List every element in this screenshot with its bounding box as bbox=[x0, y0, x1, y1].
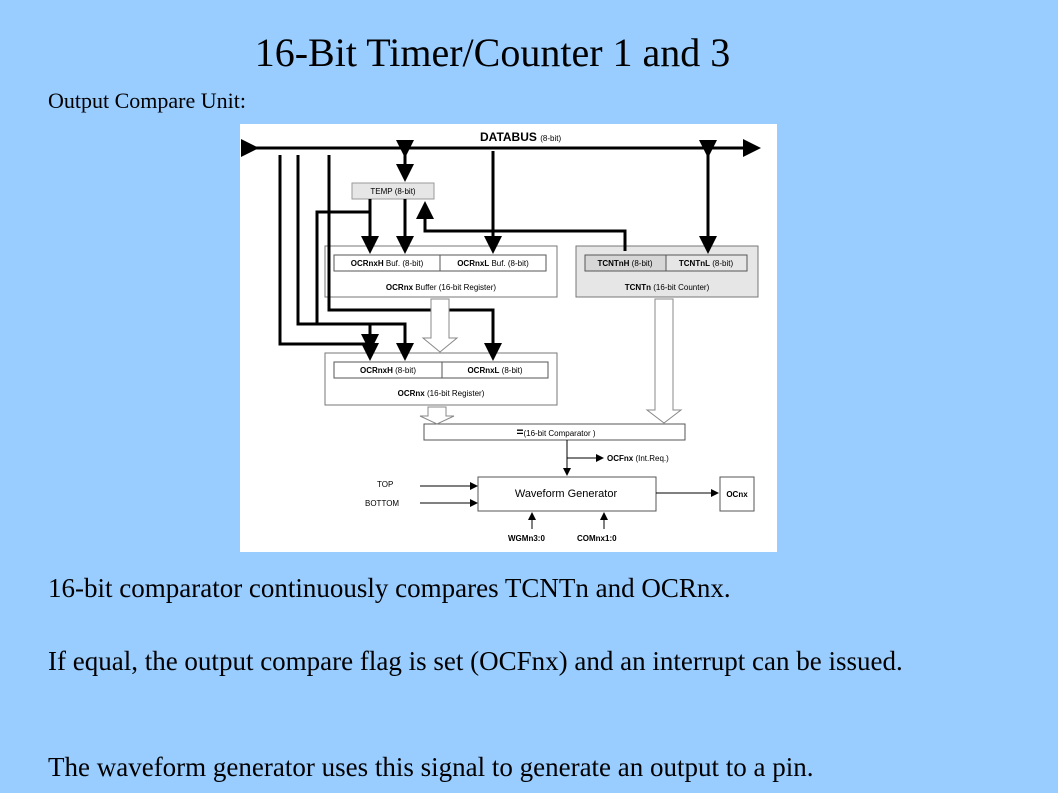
svg-text:OCRnxL Buf. (8-bit): OCRnxL Buf. (8-bit) bbox=[457, 259, 529, 268]
wgm-label: WGMn3:0 bbox=[508, 534, 545, 543]
ocr-buffer-register: OCRnxH Buf. (8-bit) OCRnxL Buf. (8-bit) … bbox=[324, 245, 558, 298]
paragraph-comparator: 16-bit comparator continuously compares … bbox=[48, 573, 731, 603]
ocr-caption-name: OCRnx bbox=[398, 389, 426, 398]
ocr-buffer-low-name: OCRnxL bbox=[457, 259, 489, 268]
com-label: COMnx1:0 bbox=[577, 534, 617, 543]
svg-text:TCNTnH (8-bit): TCNTnH (8-bit) bbox=[597, 259, 652, 268]
output-compare-diagram: DATABUS (8-bit) TEMP (8-bit) OCRnxH Buf.… bbox=[240, 124, 777, 552]
temp-label: TEMP (8-bit) bbox=[370, 187, 416, 196]
ocf-label: OCFnx (Int.Req.) bbox=[607, 454, 669, 463]
signal-arrows bbox=[420, 440, 719, 529]
ocr-buffer-high-suffix: Buf. (8-bit) bbox=[386, 259, 424, 268]
ocr-buffer-caption-name: OCRnx bbox=[386, 283, 414, 292]
svg-text:OCRnx (16-bit Register): OCRnx (16-bit Register) bbox=[398, 389, 485, 398]
ocr-buffer-low-suffix: Buf. (8-bit) bbox=[491, 259, 529, 268]
tcnt-caption-name: TCNTn bbox=[625, 283, 651, 292]
tcnt-low-suffix: (8-bit) bbox=[712, 259, 733, 268]
databus: DATABUS (8-bit) bbox=[241, 130, 761, 157]
bus-connections bbox=[278, 140, 717, 361]
databus-label: DATABUS bbox=[480, 130, 537, 144]
ocr-register: OCRnxH (8-bit) OCRnxL (8-bit) OCRnx (16-… bbox=[324, 352, 558, 406]
waveform-generator: Waveform Generator bbox=[477, 476, 657, 512]
ocr-high-name: OCRnxH bbox=[360, 366, 393, 375]
tcnt-high-suffix: (8-bit) bbox=[632, 259, 653, 268]
tcnt-low-name: TCNTnL bbox=[679, 259, 710, 268]
comparator-label: (16-bit Comparator ) bbox=[523, 429, 595, 438]
ocnx-label: OCnx bbox=[726, 490, 748, 499]
ocr-high-suffix: (8-bit) bbox=[395, 366, 416, 375]
ocnx-pin: OCnx bbox=[719, 476, 755, 512]
ocr-buffer-caption-suffix: Buffer (16-bit Register) bbox=[415, 283, 496, 292]
slide-title: 16-Bit Timer/Counter 1 and 3 bbox=[254, 30, 731, 75]
temp-register: TEMP (8-bit) bbox=[351, 182, 435, 200]
ocr-low-suffix: (8-bit) bbox=[502, 366, 523, 375]
svg-text:OCRnx Buffer (16-bit Register): OCRnx Buffer (16-bit Register) bbox=[386, 283, 496, 292]
tcnt-high-name: TCNTnH bbox=[597, 259, 629, 268]
ocr-caption-suffix: (16-bit Register) bbox=[427, 389, 485, 398]
svg-text:=(16-bit Comparator ): =(16-bit Comparator ) bbox=[516, 425, 595, 439]
ocr-low-name: OCRnxL bbox=[467, 366, 499, 375]
svg-text:OCRnxH Buf. (8-bit): OCRnxH Buf. (8-bit) bbox=[351, 259, 424, 268]
transfer-arrows bbox=[419, 298, 683, 425]
comparator: =(16-bit Comparator ) bbox=[423, 423, 686, 441]
waveform-label: Waveform Generator bbox=[515, 488, 618, 500]
svg-text:OCRnxL (8-bit): OCRnxL (8-bit) bbox=[467, 366, 522, 375]
databus-width: (8-bit) bbox=[540, 134, 561, 143]
comparator-symbol: = bbox=[516, 425, 523, 439]
tcnt-counter: TCNTnH (8-bit) TCNTnL (8-bit) TCNTn (16-… bbox=[575, 245, 759, 298]
paragraph-flag: If equal, the output compare flag is set… bbox=[48, 646, 903, 676]
slide-subtitle: Output Compare Unit: bbox=[48, 88, 246, 113]
bottom-label: BOTTOM bbox=[365, 499, 399, 508]
ocr-buffer-high-name: OCRnxH bbox=[351, 259, 384, 268]
ocf-name: OCFnx bbox=[607, 454, 634, 463]
tcnt-caption-suffix: (16-bit Counter) bbox=[653, 283, 709, 292]
ocf-suffix: (Int.Req.) bbox=[635, 454, 669, 463]
svg-text:TCNTnL (8-bit): TCNTnL (8-bit) bbox=[679, 259, 734, 268]
svg-text:DATABUS (8-bit): DATABUS (8-bit) bbox=[480, 130, 561, 144]
top-label: TOP bbox=[377, 480, 393, 489]
svg-text:OCRnxH (8-bit): OCRnxH (8-bit) bbox=[360, 366, 416, 375]
paragraph-waveform: The waveform generator uses this signal … bbox=[48, 752, 814, 782]
svg-text:TCNTn (16-bit Counter): TCNTn (16-bit Counter) bbox=[625, 283, 710, 292]
